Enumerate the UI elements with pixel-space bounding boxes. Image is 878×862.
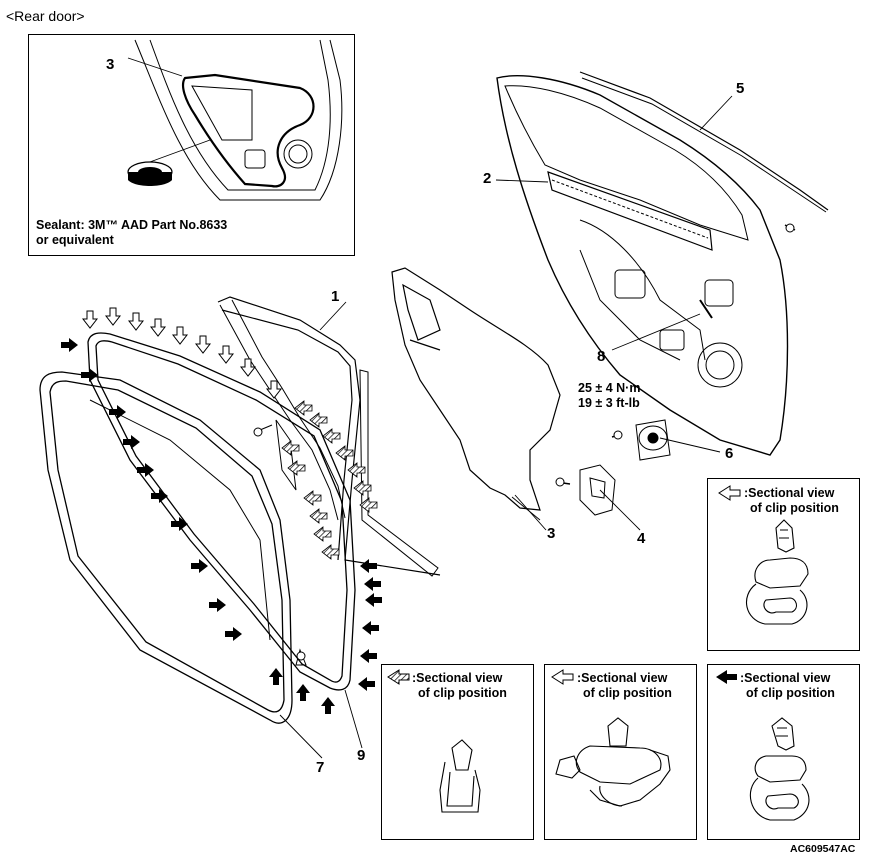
legend-label-line1: :Sectional view xyxy=(740,671,831,685)
torque-metric: 25 ± 4 N·m xyxy=(578,381,641,395)
door-shell xyxy=(496,75,789,456)
clip-section-hollow-bottom xyxy=(555,717,671,807)
sealant-note-line1: Sealant: 3M™ AAD Part No.8633 xyxy=(36,218,228,232)
sealant-note: Sealant: 3M™ AAD Part No.8633 or equival… xyxy=(36,218,227,248)
waterproof-film xyxy=(391,267,561,521)
clip-detail-screws xyxy=(253,419,307,666)
callout-9: 9 xyxy=(357,747,366,764)
hatched-arrow-icon xyxy=(387,669,410,685)
body-side-weatherstrip-7 xyxy=(39,371,293,724)
callout-6: 6 xyxy=(725,445,734,462)
legend-label-line1: :Sectional view xyxy=(577,671,668,685)
legend-label-line2: of clip position xyxy=(746,686,835,700)
torque-imperial: 19 ± 3 ft-lb xyxy=(578,396,640,410)
service-hole-cover xyxy=(611,419,721,461)
callout-inset-3: 3 xyxy=(106,56,115,73)
clip-section-hatched xyxy=(439,739,481,813)
callout-3: 3 xyxy=(547,525,556,542)
solid-arrow-icon xyxy=(716,670,737,684)
callout-4: 4 xyxy=(637,530,646,547)
sealant-roll-icon xyxy=(127,161,173,186)
clip-section-hollow-top xyxy=(746,519,809,625)
clip-section-solid xyxy=(749,717,810,821)
legend-label-line2: of clip position xyxy=(750,501,839,515)
hollow-arrow-icon xyxy=(551,669,574,685)
legend-box-hatched xyxy=(381,664,534,840)
sealant-note-line2: or equivalent xyxy=(36,233,114,247)
legend-label-line2: of clip position xyxy=(583,686,672,700)
diagram-title: <Rear door> xyxy=(6,8,85,24)
figure-code: AC609547AC xyxy=(790,843,856,855)
torque-spec: 25 ± 4 N·m 19 ± 3 ft-lb xyxy=(578,381,640,411)
legend-label-hatched: :Sectional view of clip position xyxy=(412,671,507,701)
hollow-arrow-icon-row xyxy=(82,307,282,399)
legend-box-hollow-bottom xyxy=(544,664,697,840)
legend-label-hollow-top: :Sectional view of clip position xyxy=(744,486,839,516)
handle-bracket xyxy=(555,464,641,531)
legend-box-hollow-top xyxy=(707,478,860,651)
hollow-arrow-icon xyxy=(718,485,741,501)
legend-label-solid: :Sectional view of clip position xyxy=(740,671,835,701)
legend-label-line1: :Sectional view xyxy=(744,486,835,500)
body-side-weatherstrip-9 xyxy=(87,332,356,691)
solid-arrow-icon-set xyxy=(61,338,382,714)
leader-lines xyxy=(279,95,733,759)
legend-label-line1: :Sectional view xyxy=(412,671,503,685)
callout-8: 8 xyxy=(597,348,606,365)
legend-box-solid xyxy=(707,664,860,840)
callout-7: 7 xyxy=(316,759,325,776)
callout-1: 1 xyxy=(331,288,340,305)
callout-2: 2 xyxy=(483,170,492,187)
legend-label-line2: of clip position xyxy=(418,686,507,700)
belt-line-weatherstrip xyxy=(579,71,829,233)
legend-label-hollow-bottom: :Sectional view of clip position xyxy=(577,671,672,701)
callout-5: 5 xyxy=(736,80,745,97)
